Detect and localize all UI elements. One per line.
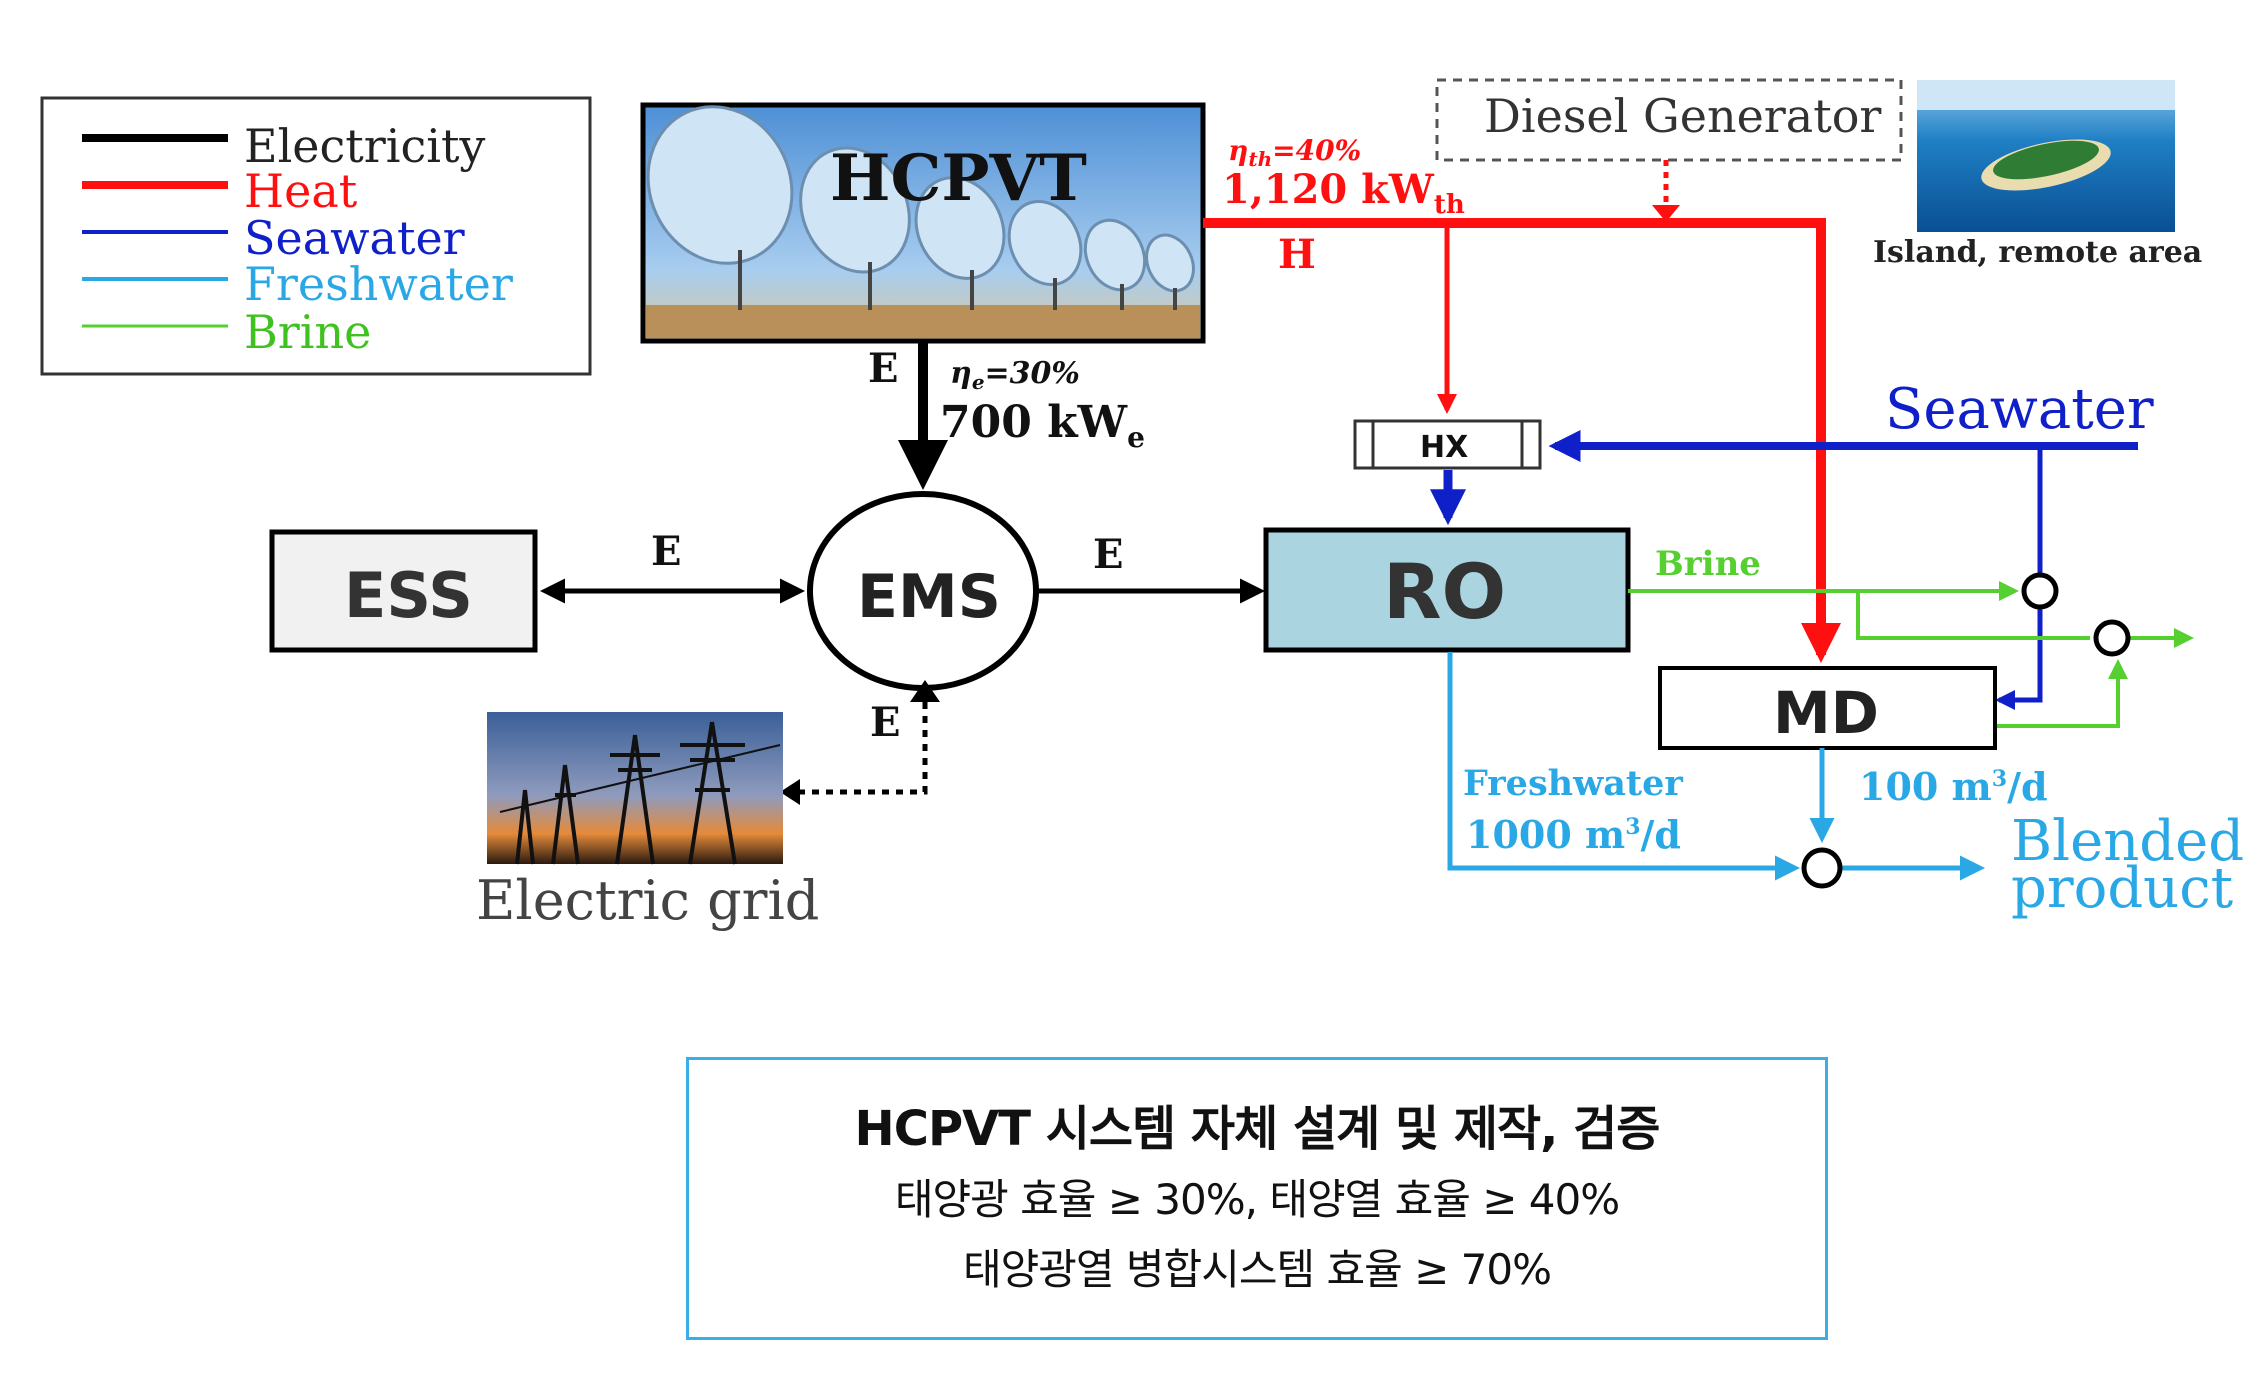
blended-product-line2: product xyxy=(2011,856,2234,921)
ess-label: ESS xyxy=(344,559,473,632)
diesel-generator-box xyxy=(1435,78,1903,162)
seawater-label: Seawater xyxy=(1885,377,2154,442)
seawater-lines xyxy=(1430,430,2138,710)
electric-power-label: 700 kWe xyxy=(940,397,1145,454)
brine-flow-label: Brine xyxy=(1655,544,1761,584)
info-line-2: 태양광열 병합시스템 효율 ≥ 70% xyxy=(963,1244,1552,1294)
hx-label: HX xyxy=(1420,430,1468,465)
md-box xyxy=(1658,666,1997,750)
freshwater-lines xyxy=(1447,652,1985,881)
ro-box xyxy=(1263,527,1631,653)
thermal-power-label: 1,120 kWth xyxy=(1222,166,1465,220)
ems-ro-flow-label: E xyxy=(1093,531,1124,578)
diesel-generator-label: Diesel Generator xyxy=(1484,89,1881,143)
md-label: MD xyxy=(1773,679,1879,747)
electric-grid-image xyxy=(487,712,783,865)
ess-box xyxy=(269,529,538,653)
legend-label-heat: Heat xyxy=(244,164,358,218)
hx-box: HX xyxy=(1353,419,1542,470)
hcpvt-label: HCPVT xyxy=(830,141,1087,216)
power-tower-icon xyxy=(499,721,781,865)
ro-label: RO xyxy=(1383,547,1506,636)
brine-seawater-mixer xyxy=(2021,572,2059,610)
heat-lines xyxy=(1203,218,1841,663)
grid-ems-arrowhead-up xyxy=(910,680,940,702)
solar-dish-icon xyxy=(646,105,1195,293)
electric-efficiency-label: ηe=30% xyxy=(950,356,1080,394)
island-caption: Island, remote area xyxy=(1873,235,2202,270)
diesel-heat-arrowhead xyxy=(1652,205,1680,222)
blend-mixer xyxy=(1801,847,1843,889)
island-image xyxy=(1917,80,2175,232)
legend-label-electricity: Electricity xyxy=(244,119,485,173)
md-output-label: 100 m3/d xyxy=(1859,764,2048,809)
info-line-1: 태양광 효율 ≥ 30%, 태양열 효율 ≥ 40% xyxy=(894,1174,1620,1224)
legend-label-seawater: Seawater xyxy=(244,211,465,265)
legend-label-freshwater: Freshwater xyxy=(244,257,513,311)
grid-ems-link xyxy=(800,702,928,795)
brine-lines xyxy=(1628,581,2194,728)
thermal-efficiency-label: ηth=40% xyxy=(1228,134,1361,171)
ro-output-label: 1000 m3/d xyxy=(1466,812,1681,857)
heat-flow-label: H xyxy=(1278,231,1316,278)
blended-product-line1: Blended xyxy=(2011,809,2244,874)
ess-ems-flow-label: E xyxy=(651,528,682,575)
electric-flow-label: E xyxy=(868,345,899,392)
info-box: HCPVT 시스템 자체 설계 및 제작, 검증 태양광 효율 ≥ 30%, 태… xyxy=(686,1057,1828,1340)
electric-grid-caption: Electric grid xyxy=(476,869,819,932)
grid-ems-flow-label: E xyxy=(870,699,901,746)
brine-outlet-mixer xyxy=(2093,619,2131,657)
ems-label: EMS xyxy=(857,562,1001,632)
grid-ems-arrowhead-left xyxy=(780,779,800,805)
legend-label-brine: Brine xyxy=(244,305,371,359)
legend: Electricity Heat Seawater Freshwater Bri… xyxy=(40,96,592,376)
info-title: HCPVT 시스템 자체 설계 및 제작, 검증 xyxy=(854,1100,1661,1157)
legend-box xyxy=(40,96,592,376)
freshwater-flow-label: Freshwater xyxy=(1463,763,1683,804)
hcpvt-image: HCPVT xyxy=(640,102,1206,344)
